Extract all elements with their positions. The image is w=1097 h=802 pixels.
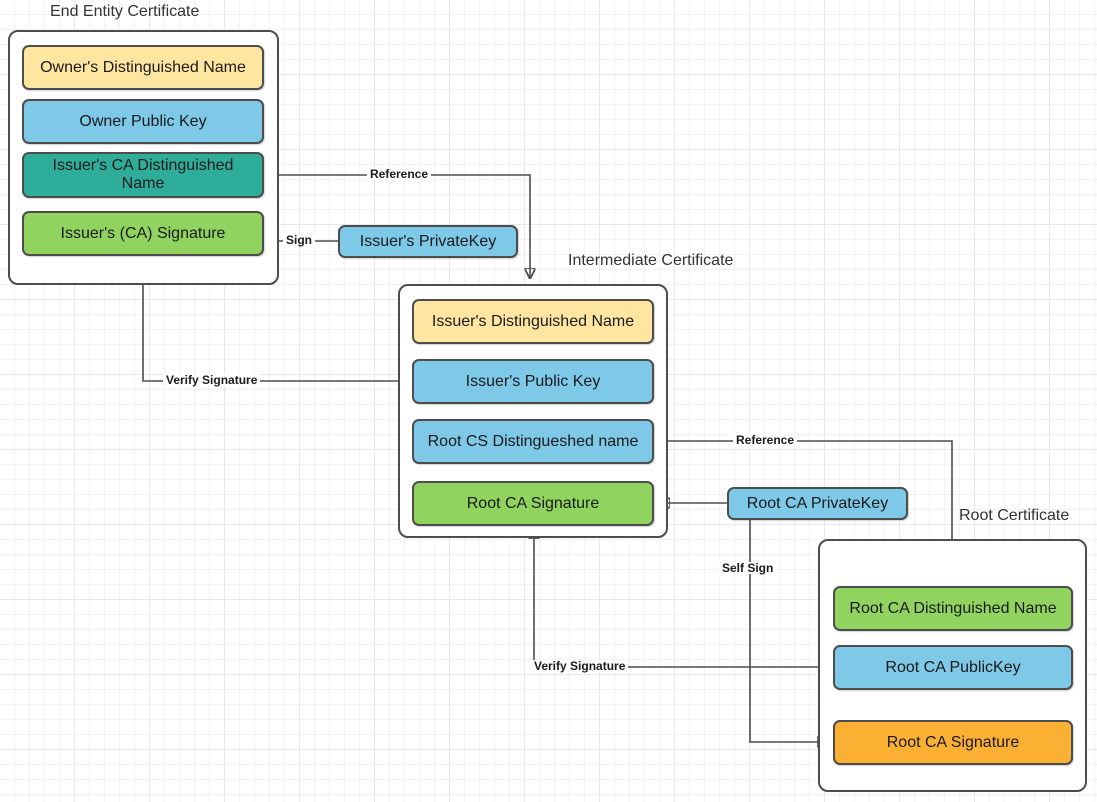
edge-label-sign: Sign: [283, 234, 315, 246]
edge-self-sign: [749, 520, 827, 742]
end-entity-field-owner-distinguished-name[interactable]: Owner's Distinguished Name: [22, 45, 264, 90]
group-title-intermediate: Intermediate Certificate: [568, 252, 734, 269]
intermediate-field-issuer-public-key[interactable]: Issuer's Public Key: [412, 359, 654, 404]
group-title-root: Root Certificate: [959, 507, 1070, 524]
group-title-end-entity: End Entity Certificate: [50, 3, 200, 20]
root-ca-private-key-node[interactable]: Root CA PrivateKey: [727, 487, 908, 520]
edge-label-self-sign: Self Sign: [719, 562, 777, 574]
end-entity-field-issuer-ca-distinguished-name[interactable]: Issuer's CA Distinguished Name: [22, 152, 264, 198]
intermediate-field-root-cs-distingueshed-name[interactable]: Root CS Distingueshed name: [412, 419, 654, 464]
root-field-root-ca-distinguished-name[interactable]: Root CA Distinguished Name: [833, 586, 1073, 631]
intermediate-field-root-ca-signature[interactable]: Root CA Signature: [412, 481, 654, 526]
issuer-private-key-node[interactable]: Issuer's PrivateKey: [338, 225, 518, 258]
edge-label-reference-top: Reference: [367, 168, 432, 180]
end-entity-field-issuer-ca-signature[interactable]: Issuer's (CA) Signature: [22, 211, 264, 256]
intermediate-field-issuer-distinguished-name[interactable]: Issuer's Distinguished Name: [412, 299, 654, 344]
end-entity-field-owner-public-key[interactable]: Owner Public Key: [22, 99, 264, 144]
edge-label-reference-bottom: Reference: [733, 434, 798, 446]
edge-label-verify-signature-bottom: Verify Signature: [531, 660, 629, 672]
edge-verify-signature-bottom: [534, 529, 833, 668]
root-field-root-ca-public-key[interactable]: Root CA PublicKey: [833, 645, 1073, 690]
root-field-root-ca-signature[interactable]: Root CA Signature: [833, 720, 1073, 765]
edge-label-verify-signature-top: Verify Signature: [163, 374, 261, 386]
